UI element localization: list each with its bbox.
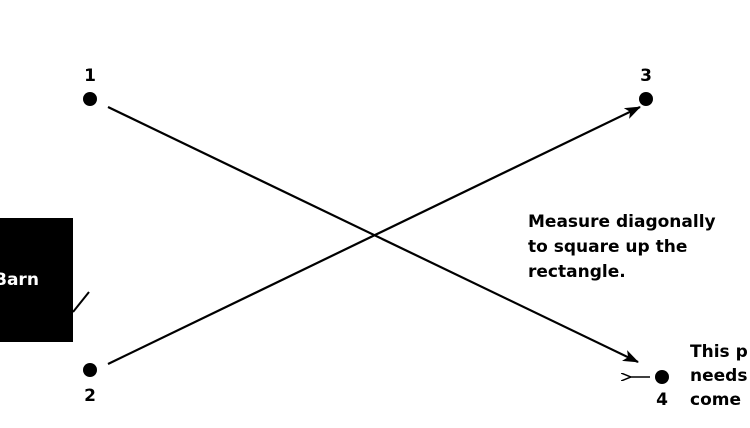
diagonal-2-to-3: [107, 106, 641, 365]
instruction-line: Measure diagonally: [528, 212, 716, 232]
point-dot: [655, 370, 669, 384]
instruction-note: Measure diagonally to square up the rect…: [528, 212, 722, 282]
barn-label: Barn: [0, 270, 39, 290]
barn-tick: [72, 291, 90, 313]
side-note-line: This p: [690, 342, 748, 362]
corner-point-4: 4: [630, 370, 669, 410]
corner-point-1: 1: [83, 66, 97, 106]
point-dot: [83, 363, 97, 377]
side-note-line: come: [690, 390, 741, 410]
corner-point-2: 2: [83, 363, 97, 406]
point-label: 1: [84, 66, 96, 86]
corner-point-3: 3: [639, 66, 653, 106]
barn-shape: [0, 218, 73, 342]
point-label: 3: [640, 66, 652, 86]
point-label: 4: [656, 390, 668, 410]
point-dot: [639, 92, 653, 106]
side-note: This p needs come: [690, 342, 750, 410]
barn: Barn: [0, 218, 73, 342]
side-note-line: needs: [690, 366, 747, 386]
instruction-line: rectangle.: [528, 262, 626, 282]
diagonal-1-to-4: [107, 106, 639, 363]
point-dot: [83, 92, 97, 106]
instruction-line: to square up the: [528, 237, 687, 257]
point-label: 2: [84, 386, 96, 406]
